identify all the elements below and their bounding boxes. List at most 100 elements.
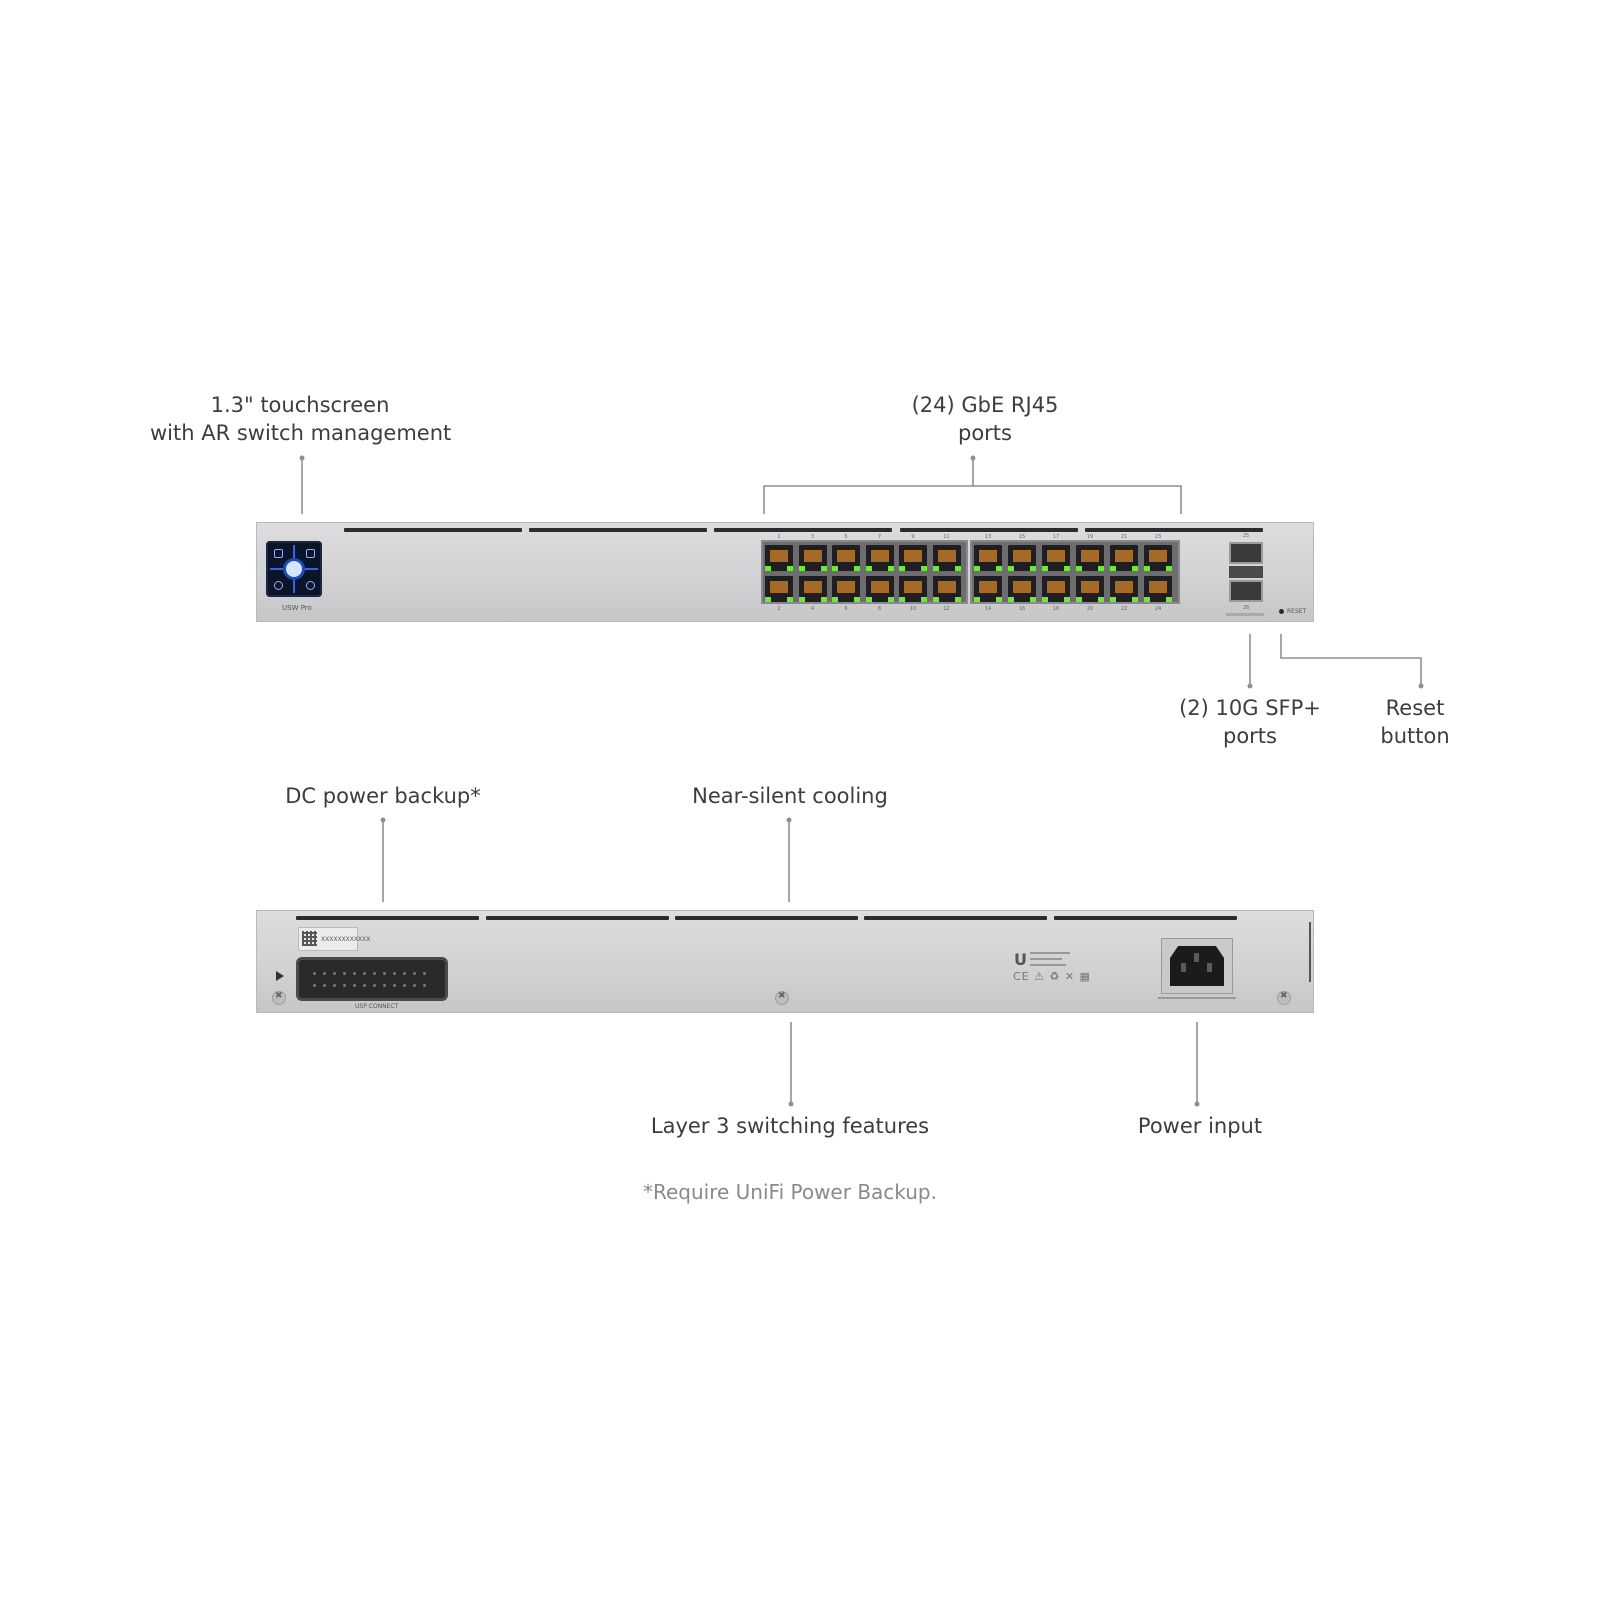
- port-number-top: 7: [877, 534, 882, 540]
- vent-slot: [1085, 528, 1263, 532]
- sfp-port-25[interactable]: [1229, 542, 1263, 564]
- serial-label-sticker: XXXXXXXXXXXX: [298, 927, 370, 951]
- vent-slot: [1054, 916, 1237, 920]
- rj45-port[interactable]: [865, 545, 894, 571]
- port-led-icon: [1098, 597, 1104, 602]
- port-led-icon: [1030, 597, 1036, 602]
- rj45-port[interactable]: [765, 545, 793, 571]
- dc-power-backup-port[interactable]: [296, 957, 448, 1001]
- port-led-icon: [787, 597, 793, 602]
- rj45-port[interactable]: [974, 545, 1002, 571]
- port-led-icon: [865, 597, 872, 602]
- rj45-port[interactable]: [1076, 545, 1104, 571]
- port-led-icon: [820, 597, 827, 602]
- power-rating-text: [1158, 997, 1236, 999]
- rj45-port[interactable]: [798, 576, 827, 602]
- port-number-top: 11: [943, 534, 950, 540]
- rj45-port[interactable]: [1076, 576, 1104, 602]
- port-led-icon: [798, 597, 805, 602]
- port-number-bottom: 2: [777, 606, 781, 612]
- model-label: USW Pro: [282, 604, 312, 612]
- screen-info-icon: [274, 581, 283, 590]
- port-led-icon: [1008, 597, 1014, 602]
- rj45-port[interactable]: [899, 576, 927, 602]
- rj45-callout-line1: (24) GbE RJ45: [911, 393, 1059, 417]
- port-led-icon: [1144, 566, 1150, 571]
- port-led-icon: [1110, 566, 1116, 571]
- rj45-port[interactable]: [798, 545, 827, 571]
- port-led-icon: [899, 597, 905, 602]
- rj45-port[interactable]: [1008, 576, 1036, 602]
- rj45-port[interactable]: [832, 545, 860, 571]
- dc-callout-text: DC power backup*: [285, 784, 481, 808]
- vent-slot: [714, 528, 892, 532]
- dc-pin: [403, 984, 406, 987]
- port-number-bottom: 12: [943, 606, 950, 612]
- vent-slot: [864, 916, 1047, 920]
- port-led-icon: [820, 566, 827, 571]
- port-led-icon: [1144, 597, 1150, 602]
- sfp-callout-line1: (2) 10G SFP+: [1179, 696, 1321, 720]
- touchscreen-callout: 1.3" touchscreen with AR switch manageme…: [150, 391, 451, 447]
- rj45-port[interactable]: [1110, 576, 1138, 602]
- port-led-icon: [996, 566, 1002, 571]
- dc-pin: [423, 972, 426, 975]
- qr-code-icon: [302, 931, 317, 946]
- rj45-port[interactable]: [765, 576, 793, 602]
- rj45-port[interactable]: [974, 576, 1002, 602]
- port-number-top: 3: [810, 534, 815, 540]
- port-number-top: 5: [844, 534, 848, 540]
- rj45-port[interactable]: [865, 576, 894, 602]
- touchscreen-callout-line1: 1.3" touchscreen: [210, 393, 390, 417]
- dc-pin: [383, 984, 386, 987]
- dc-pin: [373, 984, 376, 987]
- touchscreen-display[interactable]: [266, 541, 322, 597]
- cooling-callout: Near-silent cooling: [680, 782, 900, 810]
- serial-number: XXXXXXXXXXXX: [321, 936, 371, 943]
- port-number-top: 13: [984, 534, 992, 540]
- vent-slot: [900, 528, 1078, 532]
- dc-pin: [333, 984, 336, 987]
- dc-pin: [383, 972, 386, 975]
- rj45-port[interactable]: [1144, 576, 1172, 602]
- port-led-icon: [899, 566, 905, 571]
- reset-button[interactable]: [1279, 609, 1284, 614]
- rj45-port[interactable]: [1042, 576, 1070, 602]
- port-number-bottom: 6: [844, 606, 848, 612]
- screw-icon: [775, 991, 789, 1005]
- sfp-indicator-bar: [1226, 613, 1264, 616]
- rear-edge-line: [1309, 922, 1311, 982]
- dc-pin: [363, 972, 366, 975]
- spec-text-lines: [1030, 964, 1066, 966]
- screw-icon: [272, 991, 286, 1005]
- port-led-icon: [932, 597, 939, 602]
- rj45-port[interactable]: [932, 576, 961, 602]
- port-number-bottom: 10: [909, 606, 917, 612]
- vent-slot: [675, 916, 858, 920]
- dc-pin: [413, 984, 416, 987]
- port-led-icon: [865, 566, 872, 571]
- certification-marks-icon: CE ⚠ ♻ ✕ ▦: [1013, 970, 1091, 983]
- rj45-port[interactable]: [1042, 545, 1070, 571]
- dc-pin: [363, 984, 366, 987]
- rj45-port[interactable]: [1110, 545, 1138, 571]
- rj45-port[interactable]: [899, 545, 927, 571]
- rj45-port[interactable]: [932, 545, 961, 571]
- layer3-callout: Layer 3 switching features: [640, 1112, 940, 1140]
- port-led-icon: [765, 566, 771, 571]
- port-led-icon: [921, 597, 927, 602]
- rj45-port[interactable]: [1144, 545, 1172, 571]
- rj45-port[interactable]: [1008, 545, 1036, 571]
- ac-power-inlet[interactable]: [1161, 938, 1233, 994]
- port-led-icon: [854, 597, 860, 602]
- port-number-bottom: 14: [984, 606, 992, 612]
- rj45-callout: (24) GbE RJ45 ports: [870, 391, 1100, 447]
- rj45-callout-line2: ports: [958, 421, 1012, 445]
- port-number-top: 23: [1154, 534, 1162, 540]
- port-led-icon: [1030, 566, 1036, 571]
- port-led-icon: [1076, 597, 1082, 602]
- rj45-port[interactable]: [832, 576, 860, 602]
- dc-pin: [393, 972, 396, 975]
- sfp-port-26[interactable]: [1229, 580, 1263, 602]
- vent-slot: [296, 916, 479, 920]
